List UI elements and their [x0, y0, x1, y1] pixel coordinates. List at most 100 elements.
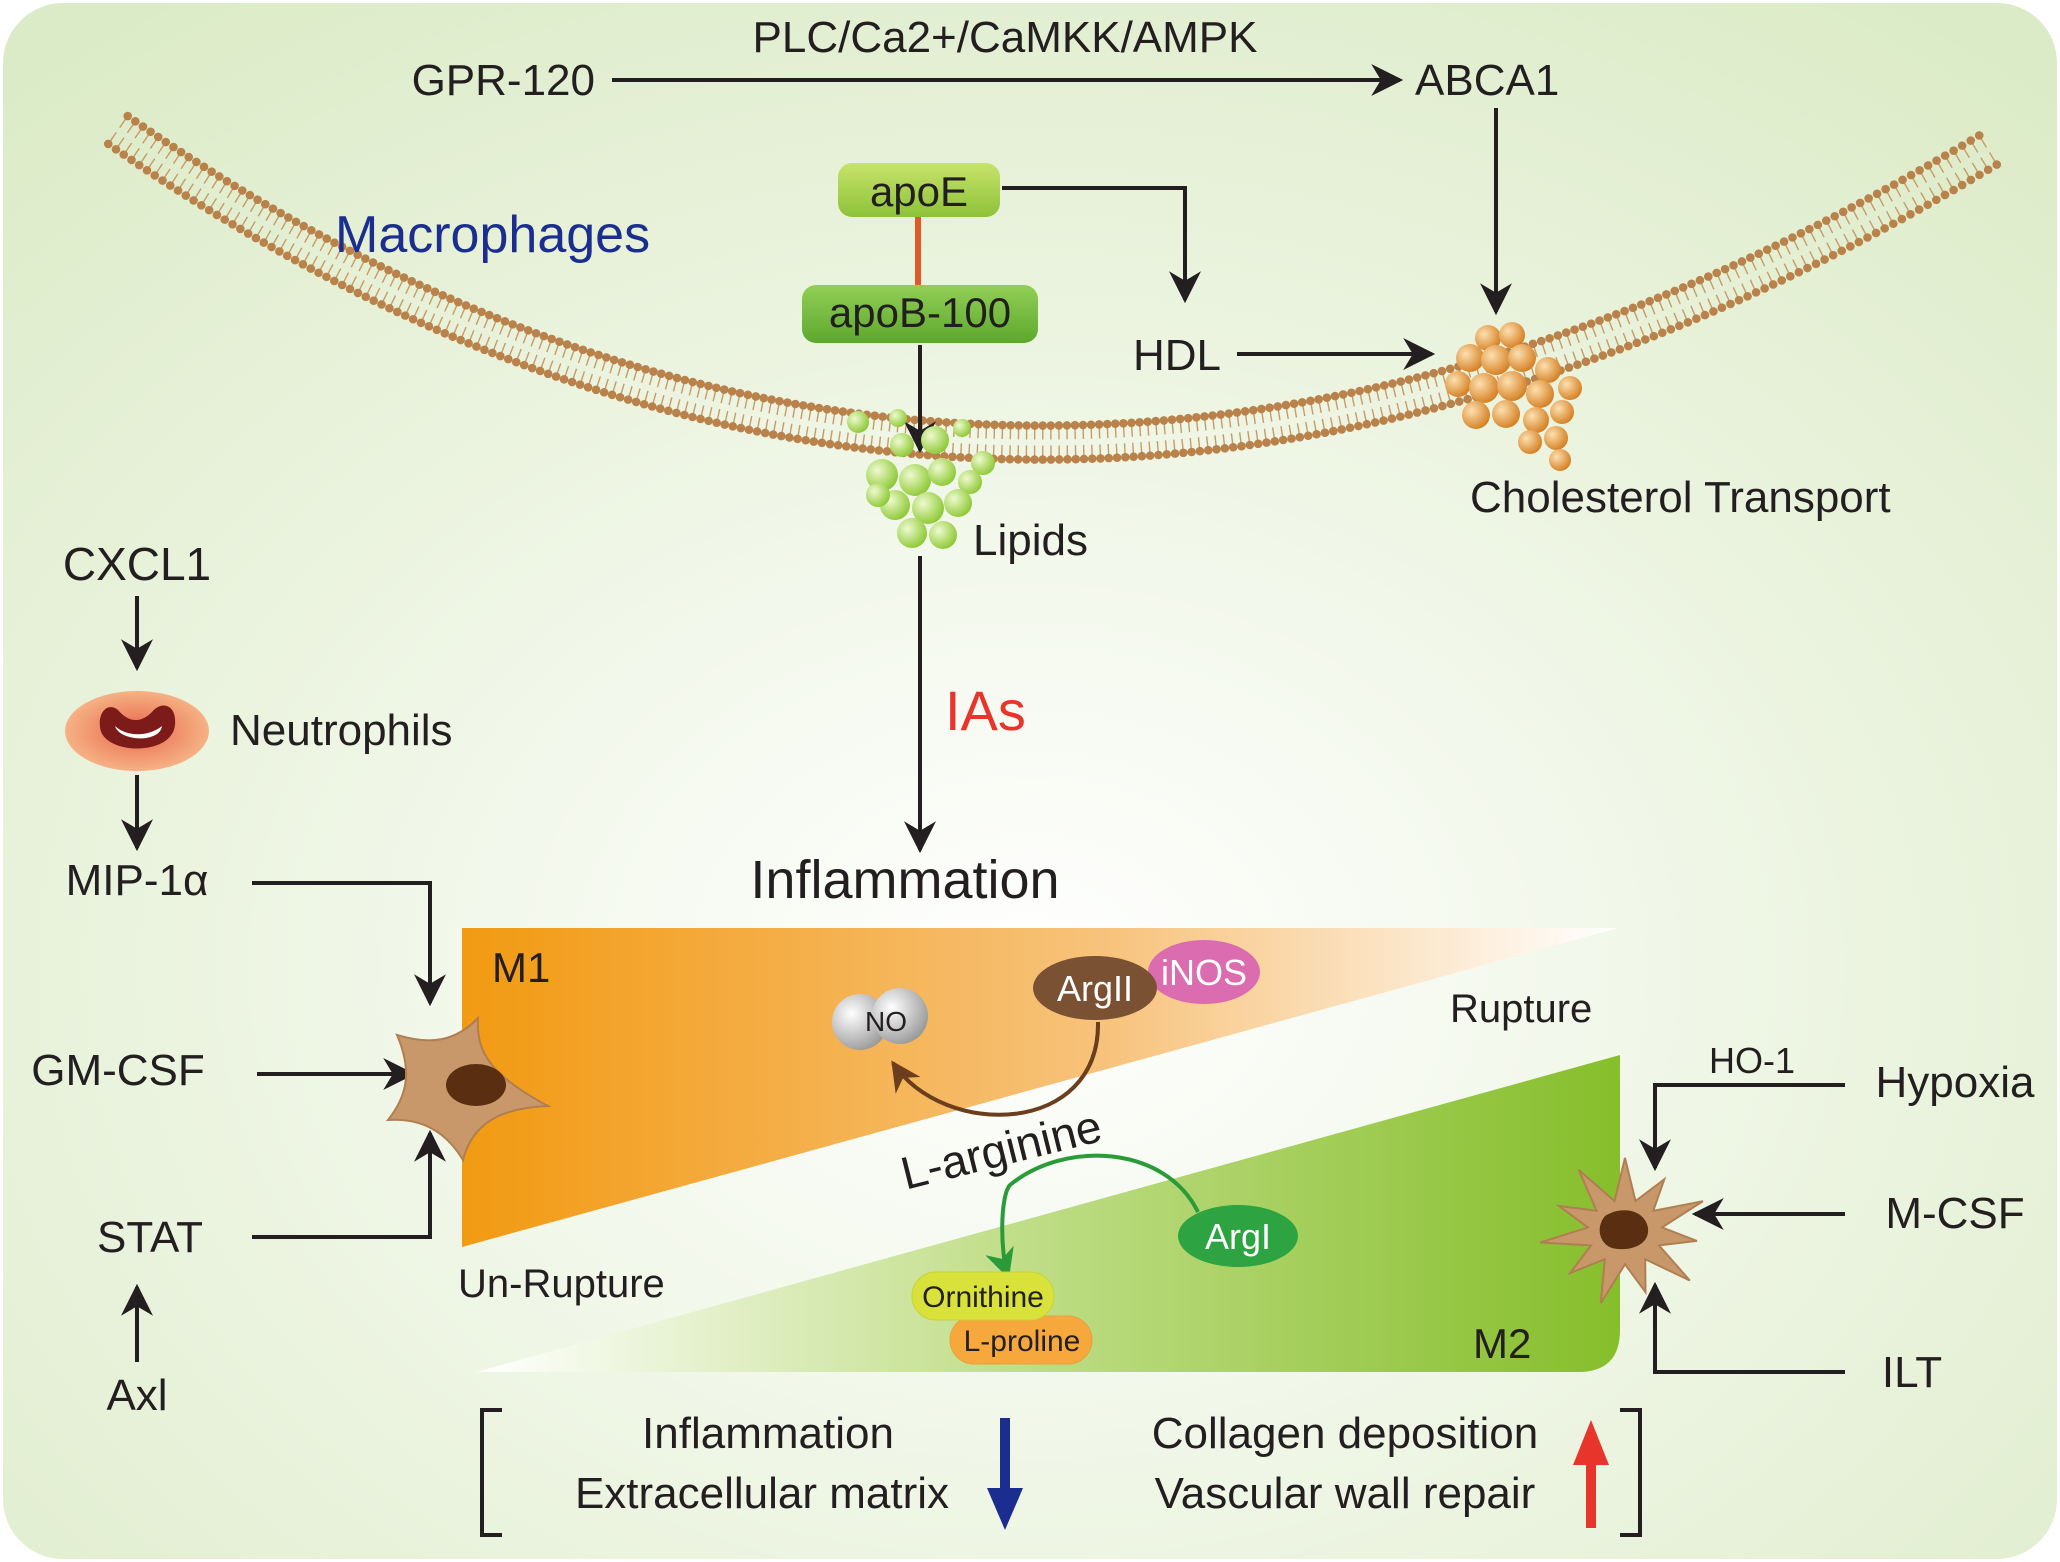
membrane-head — [806, 402, 816, 412]
membrane-head — [1645, 296, 1654, 306]
membrane-head — [131, 117, 140, 126]
membrane-head — [798, 401, 808, 410]
membrane-head — [1932, 195, 1941, 205]
membrane-head — [1102, 419, 1112, 429]
arg1-to-ornithine-arrow — [985, 1153, 1200, 1279]
membrane-head — [1396, 377, 1406, 386]
bracket-left — [480, 1408, 502, 1537]
membrane-head — [1192, 413, 1201, 422]
membrane-head — [1923, 161, 1933, 170]
membrane-head — [199, 162, 209, 172]
membrane-head — [291, 217, 301, 227]
outcome-inflammation: Inflammation — [642, 1409, 894, 1458]
membrane-head — [688, 377, 698, 387]
membrane-head — [1151, 416, 1161, 426]
membrane-head — [990, 420, 999, 430]
membrane-head — [290, 255, 300, 265]
membrane-head — [655, 404, 665, 413]
membrane-head — [146, 127, 155, 137]
lipid-droplet — [921, 426, 949, 454]
membrane-head — [1312, 429, 1321, 439]
lipid-droplet — [928, 458, 956, 486]
membrane-head — [464, 339, 473, 348]
m2-macrophage-nucleus — [1599, 1210, 1649, 1250]
membrane-head — [284, 213, 293, 222]
membrane-head — [416, 318, 426, 328]
apoe-to-hdl-arrow — [1002, 186, 1201, 304]
membrane-head — [169, 142, 178, 152]
membrane-head — [1135, 417, 1144, 427]
membrane-head — [791, 399, 800, 409]
apoe-label: apoE — [870, 168, 968, 215]
lipids-label: Lipids — [973, 516, 1088, 565]
membrane-head — [1273, 402, 1283, 411]
m1-wedge — [462, 928, 1618, 1247]
plc-pathway-label: PLC/Ca2+/CaMKK/AMPK — [753, 13, 1258, 62]
membrane-head — [345, 246, 355, 256]
neutrophil-nucleus — [99, 705, 176, 749]
cholesterol-droplet — [1469, 373, 1499, 403]
membrane-head — [1864, 194, 1873, 203]
membrane-head — [1712, 268, 1722, 278]
membrane-head — [607, 390, 617, 400]
membrane-head — [1595, 316, 1604, 325]
membrane-head — [1632, 338, 1642, 348]
membrane-head — [361, 292, 371, 302]
membrane-head — [1717, 303, 1727, 313]
membrane-head — [1700, 310, 1710, 320]
membrane-head — [377, 300, 386, 309]
membrane-head — [775, 396, 784, 406]
membrane-head — [407, 276, 417, 286]
membrane-head — [399, 273, 409, 282]
membrane-head — [1678, 283, 1688, 292]
membrane-head — [1078, 420, 1088, 430]
membrane-head — [615, 392, 625, 402]
membrane-head — [1412, 408, 1422, 417]
membrane-head — [609, 355, 619, 365]
membrane-head — [817, 438, 827, 448]
membrane-head — [704, 416, 713, 426]
membrane-head — [472, 342, 481, 351]
membrane-head — [1345, 423, 1355, 433]
membrane-head — [215, 172, 224, 181]
membrane-head — [1013, 455, 1023, 464]
membrane-head — [492, 313, 502, 323]
membrane-head — [1438, 401, 1447, 411]
membrane-head — [1237, 441, 1246, 451]
membrane-head — [664, 371, 674, 381]
lipid-droplet — [912, 492, 944, 524]
membrane-head — [664, 406, 673, 416]
ornithine-label: Ornithine — [922, 1281, 1044, 1314]
membrane-head — [123, 111, 133, 121]
membrane-head — [760, 428, 770, 438]
membrane-head — [456, 335, 465, 345]
membrane-head — [555, 337, 564, 347]
membrane-head — [361, 254, 370, 263]
membrane-head — [1347, 388, 1356, 398]
membrane-head — [1245, 440, 1255, 450]
membrane-head — [527, 363, 537, 373]
membrane-head — [767, 395, 776, 404]
membrane-head — [1094, 420, 1104, 429]
membrane-head — [623, 395, 633, 404]
membrane-head — [1871, 228, 1881, 238]
membrane-head — [1888, 219, 1898, 229]
membrane-head — [1957, 180, 1967, 190]
gpr120-label: GPR-120 — [412, 56, 595, 105]
membrane-head — [322, 234, 332, 243]
membrane-head — [453, 297, 463, 307]
membrane-head — [1314, 394, 1323, 404]
membrane-head — [1062, 421, 1072, 430]
membrane-head — [322, 272, 331, 282]
membrane-head — [1387, 414, 1397, 423]
membrane-head — [391, 269, 401, 279]
membrane-head — [260, 199, 270, 209]
membrane-head — [752, 427, 762, 436]
membrane-head — [1270, 437, 1280, 446]
membrane-head — [1779, 237, 1789, 246]
membrane-head — [1983, 165, 1993, 175]
membrane-head — [838, 407, 848, 416]
membrane-head — [448, 332, 457, 341]
